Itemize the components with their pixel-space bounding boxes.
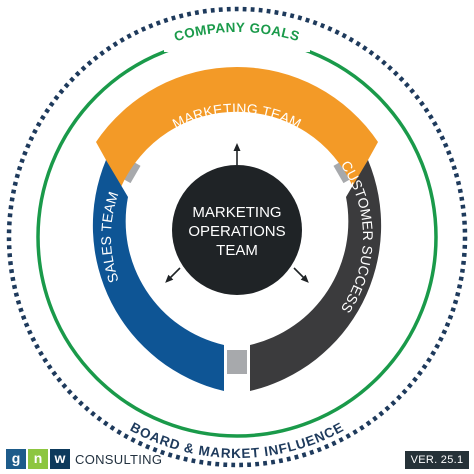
marketing-team-segment [96,66,378,187]
logo-letter-w: w [50,449,70,469]
center-label-line-2: OPERATIONS [188,223,285,240]
sales-team-segment [92,160,224,391]
outer-dotted-ring [6,6,468,468]
center-label-line-3: TEAM [216,242,258,259]
brand-name: CONSULTING [75,451,163,467]
connector-sales-customer-success [227,350,247,374]
logo-letter-n: n [28,449,48,469]
center-label-line-1: MARKETING [192,204,281,221]
arrow-to-sales [165,267,181,283]
sales-team-label: SALES TEAM [98,189,122,285]
version-badge: VER. 25.1 [405,451,469,469]
arrow-to-customer-success [293,267,309,283]
company-goals-label-backdrop [164,32,310,52]
logo-letter-g: g [6,449,26,469]
marketing-operations-team-hub [172,165,302,295]
brand-logo: g n w CONSULTING [6,448,162,470]
customer-success-segment [250,160,382,391]
